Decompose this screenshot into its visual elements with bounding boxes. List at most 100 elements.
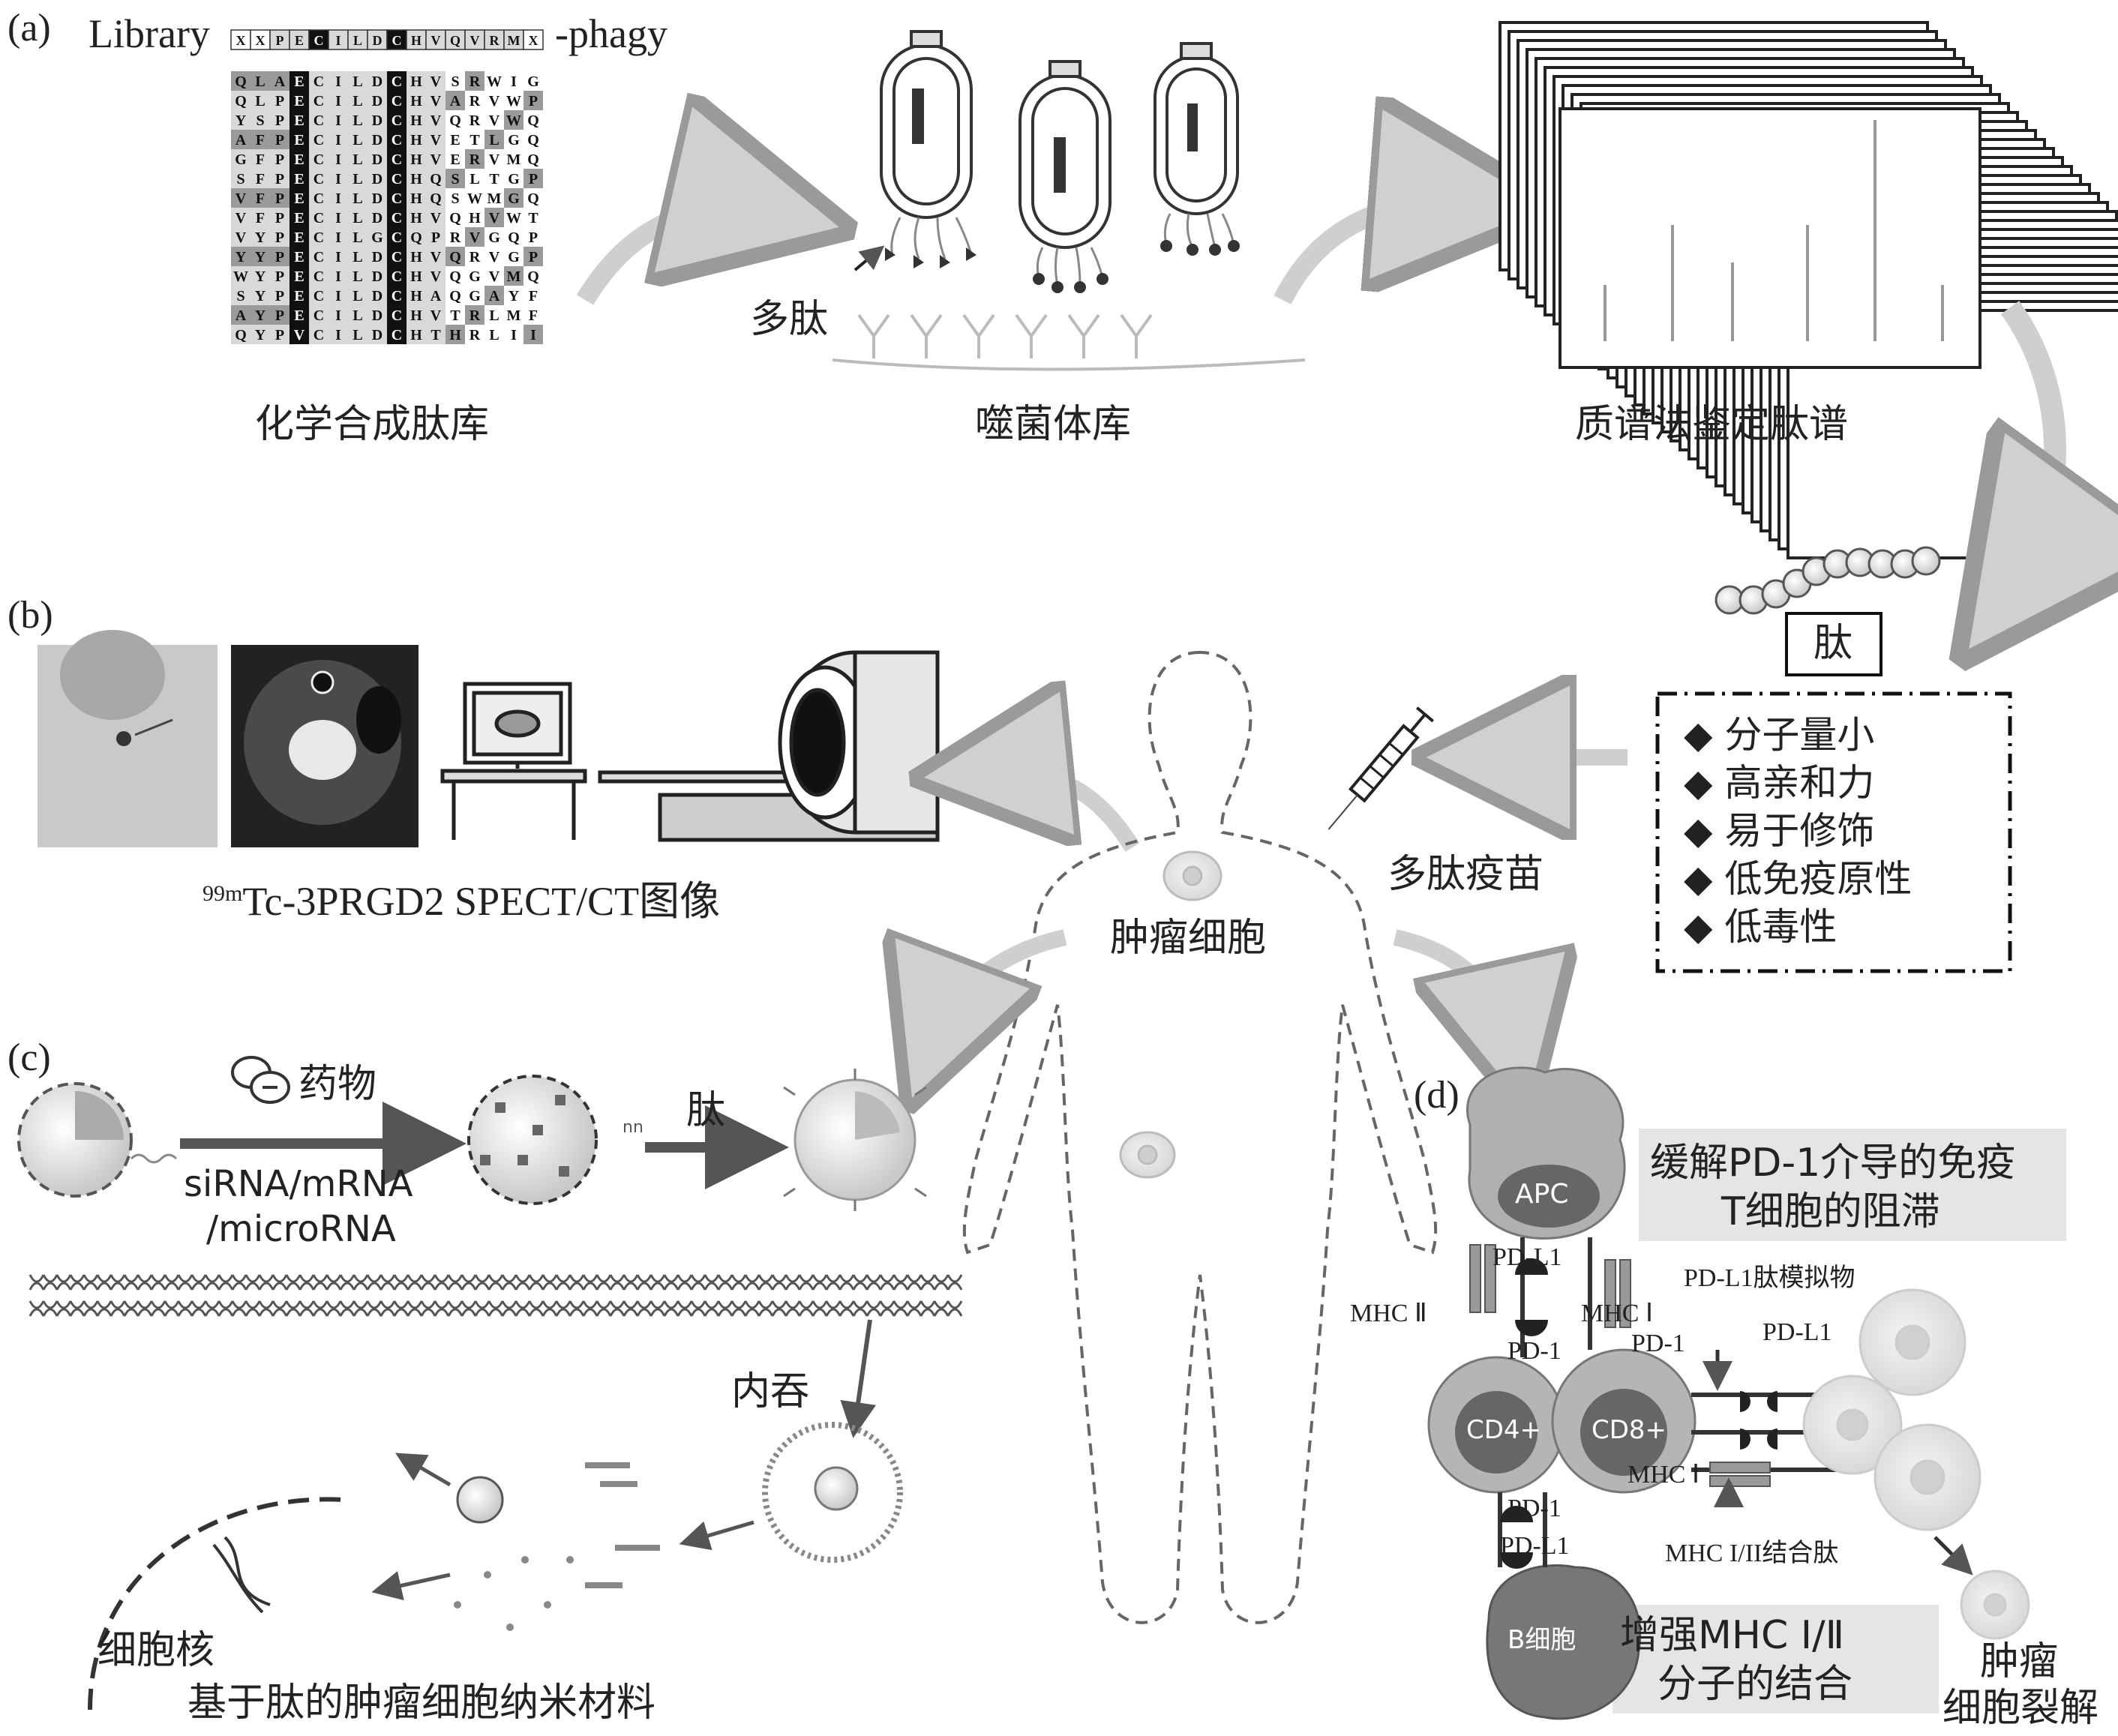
panel-label-b: (b): [8, 596, 53, 635]
grid-cell-letter: Q: [527, 132, 539, 148]
released-nanoparticle: [458, 1477, 502, 1522]
grid-cell-letter: V: [430, 93, 442, 109]
grid-cell-letter: L: [489, 327, 499, 343]
tumor-cell-lysed: [1961, 1571, 2029, 1639]
grid-cell-letter: Y: [255, 307, 266, 324]
grid-cell-letter: P: [275, 327, 284, 343]
grid-cell-letter: E: [294, 190, 304, 207]
grid-cell-letter: I: [335, 190, 341, 207]
arrow-body-to-panel-d: [1395, 937, 1515, 1057]
grid-cell-letter: H: [410, 268, 422, 285]
nanoparticle-empty: [19, 1084, 131, 1196]
property-item: ◆ 低毒性: [1684, 903, 1912, 951]
grid-cell-letter: I: [335, 93, 341, 109]
grid-cell-letter: V: [430, 73, 442, 90]
grid-cell-letter: Q: [449, 268, 461, 285]
grid-cell-letter: Y: [236, 112, 247, 129]
grid-cell-letter: D: [372, 171, 382, 187]
grid-cell-letter: D: [372, 132, 382, 148]
grid-cell-letter: Q: [430, 190, 442, 207]
grid-cell-letter: Q: [449, 288, 461, 304]
grid-cell-letter: D: [372, 268, 382, 285]
grid-cell-letter: G: [371, 229, 383, 246]
grid-cell-letter: E: [294, 307, 304, 324]
grid-cell-letter: M: [507, 151, 521, 168]
grid-cell-letter: E: [450, 132, 460, 148]
property-item: ◆ 易于修饰: [1684, 807, 1912, 855]
header-cell-letter: R: [490, 33, 500, 48]
grid-cell-letter: F: [529, 288, 538, 304]
grid-cell-letter: L: [352, 73, 362, 90]
grid-cell-letter: P: [275, 307, 284, 324]
grid-cell-letter: C: [392, 93, 402, 109]
apc-label: APC: [1515, 1181, 1568, 1208]
grid-cell-letter: R: [470, 249, 481, 265]
grid-cell-letter: Y: [255, 288, 266, 304]
grid-cell-letter: Q: [449, 249, 461, 265]
spect-ct-caption: 99mTc-3PRGD2 SPECT/CT图像: [202, 881, 720, 922]
grid-cell-letter: C: [392, 229, 402, 246]
grid-cell-letter: Q: [527, 151, 539, 168]
grid-cell-letter: Y: [255, 268, 266, 285]
polypeptide-label: 多肽: [750, 300, 828, 339]
grid-cell-letter: H: [469, 210, 481, 226]
grid-cell-letter: G: [508, 171, 520, 187]
grid-cell-letter: F: [256, 210, 265, 226]
grid-cell-letter: R: [470, 307, 481, 324]
grid-cell-letter: A: [489, 288, 500, 304]
library-suffix: -phagy: [555, 13, 668, 54]
grid-cell-letter: E: [294, 229, 304, 246]
grid-cell-letter: V: [489, 112, 500, 129]
grid-cell-letter: C: [392, 288, 402, 304]
grid-cell-letter: H: [410, 171, 422, 187]
header-cell-letter: V: [431, 33, 441, 48]
grid-cell-letter: C: [314, 327, 324, 343]
grid-cell-letter: P: [275, 268, 284, 285]
peptide-c-label: 肽: [686, 1091, 725, 1130]
library-prefix: Library: [88, 13, 210, 54]
grid-cell-letter: W: [506, 210, 521, 226]
header-cell-letter: Q: [450, 33, 460, 48]
grid-cell-letter: I: [530, 327, 536, 343]
chem-library-caption: 化学合成肽库: [255, 405, 489, 444]
grid-cell-letter: H: [410, 132, 422, 148]
grid-cell-letter: L: [352, 93, 362, 109]
grid-cell-letter: Q: [449, 112, 461, 129]
grid-cell-letter: I: [335, 132, 341, 148]
grid-cell-letter: H: [410, 190, 422, 207]
grid-cell-letter: F: [256, 171, 265, 187]
arrow-endocytosis: [855, 1320, 870, 1425]
grid-cell-letter: C: [392, 307, 402, 324]
grid-cell-letter: E: [294, 171, 304, 187]
grid-cell-letter: E: [294, 210, 304, 226]
peptide-library-grid: QLAECILDCHVSRWIGQLPECILDCHVARVWPYSPECILD…: [231, 71, 543, 344]
grid-cell-letter: Q: [527, 190, 539, 207]
grid-cell-letter: P: [275, 93, 284, 109]
grid-cell-letter: L: [352, 171, 362, 187]
grid-cell-letter: L: [352, 327, 362, 343]
header-cell-letter: V: [470, 33, 480, 48]
grid-cell-letter: L: [489, 307, 499, 324]
grid-cell-letter: Q: [235, 93, 247, 109]
grid-cell-letter: H: [410, 151, 422, 168]
grid-cell-letter: V: [430, 151, 442, 168]
grid-cell-letter: C: [392, 327, 402, 343]
grid-cell-letter: G: [469, 268, 481, 285]
grid-cell-letter: I: [335, 249, 341, 265]
grid-cell-letter: S: [451, 171, 459, 187]
grid-cell-letter: C: [314, 229, 324, 246]
grid-cell-letter: M: [507, 268, 521, 285]
grid-cell-letter: V: [236, 190, 247, 207]
grid-cell-letter: L: [352, 190, 362, 207]
panel-label-d: (d): [1414, 1076, 1460, 1115]
grid-cell-letter: A: [236, 307, 247, 324]
grid-cell-letter: G: [469, 288, 481, 304]
grid-cell-letter: Y: [255, 229, 266, 246]
pdl1-bottom-label: PD-L1: [1500, 1534, 1570, 1559]
grid-cell-letter: C: [314, 249, 324, 265]
grid-cell-letter: H: [410, 307, 422, 324]
grid-cell-letter: R: [470, 73, 481, 90]
grid-cell-letter: H: [410, 73, 422, 90]
grid-cell-letter: I: [335, 307, 341, 324]
grid-cell-letter: R: [470, 93, 481, 109]
